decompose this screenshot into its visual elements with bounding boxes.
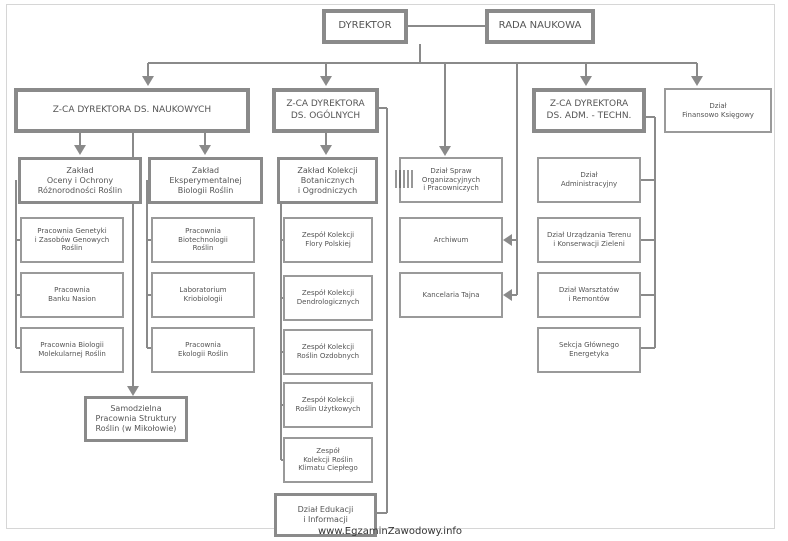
diagram-frame <box>6 4 775 529</box>
lab-seed-bank-box: Pracownia Banku Nasion <box>20 272 124 318</box>
team-useful-plants-box: Zespół Kolekcji Roślin Użytkowych <box>283 382 373 428</box>
lab-ecology-box: Pracownia Ekologii Roślin <box>151 327 255 373</box>
team-warm-climate-box: Zespół Kolekcji Roślin Klimatu Ciepłego <box>283 437 373 483</box>
lab-genetics-box: Pracownia Genetyki i Zasobów Genowych Ro… <box>20 217 124 263</box>
team-dendrology-box: Zespół Kolekcji Dendrologicznych <box>283 275 373 321</box>
director-box: DYREKTOR <box>322 9 408 44</box>
lab-molecular-box: Pracownia Biologii Molekularnej Roślin <box>20 327 124 373</box>
watermark-text: www.EgzaminZawodowy.info <box>318 526 463 537</box>
deputy-general-box: Z-CA DYREKTORA DS. OGÓLNYCH <box>272 88 379 133</box>
independent-lab-box: Samodzielna Pracownia Struktury Roślin (… <box>84 396 188 442</box>
dept-workshops-box: Dział Warsztatów i Remontów <box>537 272 641 318</box>
lab-biotechnology-box: Pracownia Biotechnologii Roślin <box>151 217 255 263</box>
dept-biodiversity-box: Zakład Oceny i Ochrony Różnorodności Roś… <box>18 157 142 204</box>
dept-grounds-box: Dział Urządzania Terenu i Konserwacji Zi… <box>537 217 641 263</box>
dept-organizational-box: Dział Spraw Organizacyjnych i Pracownicz… <box>399 157 503 203</box>
qr-code-icon <box>395 170 413 188</box>
dept-botanical-collections-box: Zakład Kolekcji Botanicznych i Ogrodnicz… <box>277 157 378 204</box>
scientific-council-box: RADA NAUKOWA <box>485 9 595 44</box>
dept-finance-box: Dział Finansowo Księgowy <box>664 88 772 133</box>
dept-administration-box: Dział Administracyjny <box>537 157 641 203</box>
secret-office-box: Kancelaria Tajna <box>399 272 503 318</box>
deputy-admin-box: Z-CA DYREKTORA DS. ADM. - TECHN. <box>532 88 646 133</box>
team-polish-flora-box: Zespół Kolekcji Flory Polskiej <box>283 217 373 263</box>
team-ornamental-box: Zespół Kolekcji Roślin Ozdobnych <box>283 329 373 375</box>
dept-education-box: Dział Edukacji i Informacji <box>274 493 377 537</box>
dept-experimental-biology-box: Zakład Eksperymentalnej Biologii Roślin <box>148 157 263 204</box>
archive-box: Archiwum <box>399 217 503 263</box>
lab-cryobiology-box: Laboratorium Kriobiologii <box>151 272 255 318</box>
section-energy-box: Sekcja Głównego Energetyka <box>537 327 641 373</box>
deputy-scientific-box: Z-CA DYREKTORA DS. NAUKOWYCH <box>14 88 250 133</box>
